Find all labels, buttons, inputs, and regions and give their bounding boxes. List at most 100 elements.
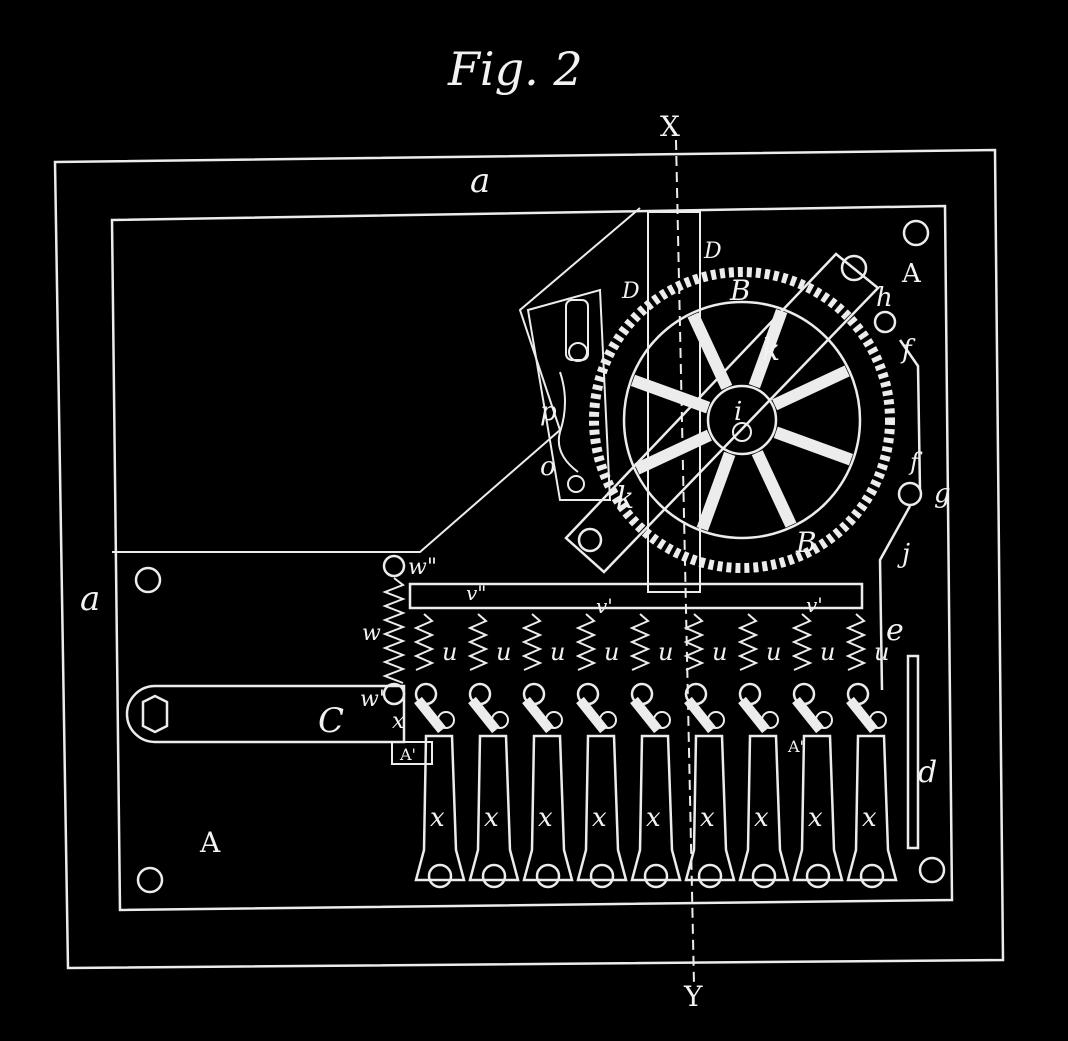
corner-hole-bottom-left xyxy=(136,866,164,894)
spring-label-u: u xyxy=(820,638,835,666)
key: ux xyxy=(737,613,790,889)
spring-label-u: u xyxy=(604,638,619,666)
spring-w-anchor-top xyxy=(382,554,406,578)
key-link xyxy=(414,696,446,734)
key-label-x: x xyxy=(538,803,553,833)
outer-frame xyxy=(53,148,1005,970)
key-link xyxy=(630,696,662,734)
key-screw xyxy=(589,863,615,889)
lever-label-j: j xyxy=(897,539,910,569)
link-label-c: C xyxy=(318,701,344,741)
pawl-label-o: o xyxy=(540,452,556,482)
key-lever[interactable] xyxy=(792,734,844,882)
section-line xyxy=(675,139,695,986)
key-pin xyxy=(545,711,563,729)
key-link xyxy=(738,696,770,734)
pin-label-h: h xyxy=(876,283,893,313)
spring-label-u: u xyxy=(442,638,457,666)
key-link xyxy=(792,696,824,734)
key-link xyxy=(468,696,500,734)
wheel-spoke xyxy=(748,308,788,389)
key-label-x: x xyxy=(646,803,661,833)
bracket-plate xyxy=(526,288,612,501)
lever-f xyxy=(898,339,922,491)
key-label-x: x xyxy=(484,803,499,833)
key-lever[interactable] xyxy=(846,734,898,882)
key-lever[interactable] xyxy=(576,734,628,882)
key-screw xyxy=(643,863,669,889)
key-lever[interactable] xyxy=(522,734,574,882)
arm-label-k-lower: k xyxy=(616,481,634,516)
key-lever[interactable] xyxy=(738,734,790,882)
figure-title: Fig. 2 xyxy=(447,42,583,96)
bar-label-v-left: v" xyxy=(466,581,487,605)
bar-label-v-mid: v' xyxy=(596,594,613,618)
spring-u xyxy=(629,613,651,671)
frame-label-a: a xyxy=(470,161,490,201)
spring-label-w: w xyxy=(362,621,381,646)
key-pin xyxy=(761,711,779,729)
arm-k xyxy=(564,252,880,574)
key: ux xyxy=(629,613,682,889)
key-lever[interactable] xyxy=(684,734,736,882)
key-screw xyxy=(427,863,453,889)
key-pin xyxy=(815,711,833,729)
base-label-a: A xyxy=(199,826,221,859)
key-screw xyxy=(697,863,723,889)
key-screw xyxy=(859,863,885,889)
plate-label-e: e xyxy=(886,613,904,648)
x-label-left: x xyxy=(392,709,405,734)
corner-hole-left xyxy=(134,566,162,594)
stop-left xyxy=(391,741,433,765)
key-pin xyxy=(707,711,725,729)
wheel-label-b-top: B xyxy=(729,274,751,307)
section-label-x: X xyxy=(660,110,680,143)
ratchet-wheel xyxy=(589,267,895,573)
spring-label-u: u xyxy=(874,638,889,666)
section-label-y: Y xyxy=(683,980,703,1013)
key-link xyxy=(846,696,878,734)
key-label-x: x xyxy=(430,803,445,833)
hub-label-i: i xyxy=(734,397,742,427)
spring-u xyxy=(575,613,597,671)
catch-label-d: D xyxy=(703,239,722,264)
key-link xyxy=(576,696,608,734)
key-lever[interactable] xyxy=(468,734,520,882)
spring-label-u: u xyxy=(496,638,511,666)
wheel-spoke xyxy=(751,450,797,528)
spring-u xyxy=(845,613,867,671)
spring-label-u: u xyxy=(766,638,781,666)
wheel-spoke xyxy=(696,451,736,532)
hub-pin xyxy=(732,422,752,442)
pivot-g xyxy=(897,481,923,507)
key-pin xyxy=(437,711,455,729)
lever-j xyxy=(878,505,912,691)
spring-label-w-bottom: w' xyxy=(360,687,385,712)
key-link xyxy=(522,696,554,734)
spring-u xyxy=(683,613,705,671)
spring-u xyxy=(791,613,813,671)
spring-u xyxy=(413,613,435,671)
key-lever[interactable] xyxy=(630,734,682,882)
key: ux xyxy=(413,613,466,889)
pivot-label-g: g xyxy=(934,479,951,509)
key: ux xyxy=(467,613,520,889)
wheel-spoke xyxy=(772,365,850,411)
key-lever[interactable] xyxy=(414,734,466,882)
spring-label-u: u xyxy=(550,638,565,666)
key-label-x: x xyxy=(592,803,607,833)
key-screw xyxy=(805,863,831,889)
stop-label-left: A' xyxy=(399,745,416,764)
link-nut xyxy=(141,694,169,734)
key-pin xyxy=(869,711,887,729)
bar-label-d: d xyxy=(918,755,937,790)
pin-h xyxy=(873,310,897,334)
spring-label-u: u xyxy=(658,638,673,666)
spring-u xyxy=(521,613,543,671)
stop-label-right: A' xyxy=(787,737,804,756)
wheel-spoke xyxy=(773,426,854,466)
key-label-x: x xyxy=(754,803,769,833)
corner-hole-bottom-right xyxy=(918,856,946,884)
